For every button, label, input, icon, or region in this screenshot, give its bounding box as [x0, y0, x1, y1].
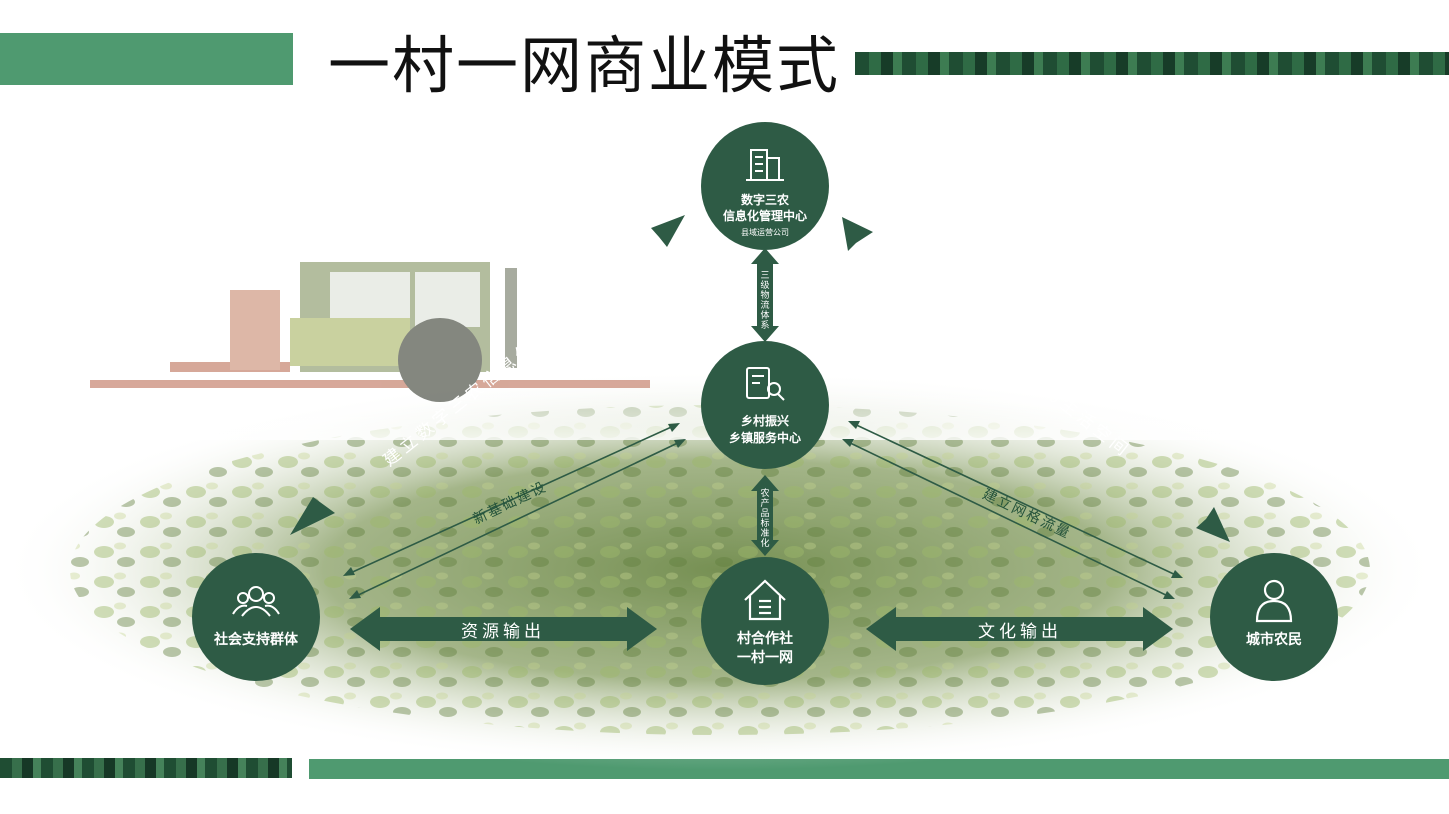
house-icon: [744, 579, 786, 621]
node-top: 数字三农 信息化管理中心 县域运营公司: [701, 122, 829, 250]
bottom-left-texture-bar: [0, 758, 292, 778]
thin-right-arrows: [842, 421, 1183, 599]
vertical-bottom-arrow: [751, 475, 779, 556]
vertical-top-char: 流: [760, 299, 769, 311]
page-title: 一村一网商业模式: [328, 29, 841, 102]
document-search-icon: [746, 367, 785, 401]
vertical-bottom-char: 农: [760, 487, 769, 499]
tractor-illustration: [90, 262, 650, 402]
node-top-line2: 信息化管理中心: [723, 208, 807, 223]
bottom-left-double-arrow: [350, 607, 657, 651]
vertical-bottom-label: 农 产 品 标 准 化: [760, 487, 769, 549]
thin-left-arrows: [343, 423, 686, 599]
bottom-right-double-arrow: [866, 607, 1173, 651]
vertical-bottom-char: 准: [760, 528, 769, 539]
bottom-right-arrow-label: 文化输出: [978, 622, 1062, 642]
vertical-top-char: 体: [760, 309, 769, 321]
vertical-top-label: 三 级 物 流 体 系: [760, 271, 769, 331]
group-icon: [232, 586, 280, 617]
node-bottom-line2: 一村一网: [737, 649, 793, 666]
top-right-texture-bar: [855, 52, 1449, 75]
user-icon: [1255, 579, 1293, 623]
node-right: 城市农民: [1210, 553, 1338, 681]
node-top-line1: 数字三农: [741, 192, 789, 207]
node-right-line1: 城市农民: [1246, 631, 1302, 648]
field-background: [0, 370, 1449, 770]
node-left-line1: 社会支持群体: [213, 631, 299, 648]
building-icon: [746, 149, 784, 181]
top-left-accent-bar: [0, 33, 293, 85]
vertical-bottom-char: 产: [760, 497, 769, 509]
vertical-top-char: 三: [760, 271, 769, 281]
vertical-top-char: 系: [760, 320, 769, 331]
vertical-bottom-char: 品: [760, 508, 769, 519]
node-bottom-line1: 村合作社: [737, 630, 793, 647]
vertical-top-char: 级: [760, 279, 769, 291]
vertical-bottom-char: 标: [760, 517, 769, 529]
node-bottom: 村合作社 一村一网: [701, 557, 829, 685]
node-top-sub: 县域运营公司: [741, 227, 789, 237]
node-center-line1: 乡村振兴: [741, 413, 789, 428]
vertical-bottom-char: 化: [760, 537, 769, 549]
vertical-top-char: 物: [760, 289, 769, 301]
vertical-top-arrow: [751, 248, 779, 342]
node-center-line2: 乡镇服务中心: [729, 430, 801, 445]
bottom-left-arrow-label: 资源输出: [461, 622, 545, 642]
node-left: 社会支持群体: [192, 553, 320, 681]
node-center: 乡村振兴 乡镇服务中心: [701, 341, 829, 469]
